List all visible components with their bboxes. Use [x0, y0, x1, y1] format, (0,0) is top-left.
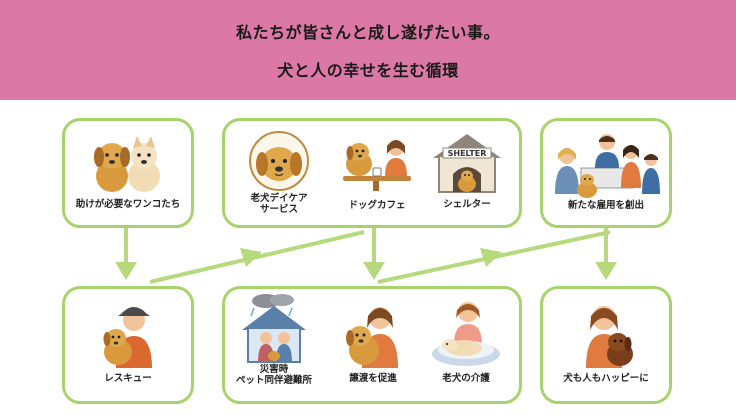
item-shelter: SHELTER シェルター — [424, 130, 510, 211]
item-senior-dog-care: 老犬の介護 — [420, 298, 512, 385]
label-dogs-in-need: 助けが必要なワンコたち — [75, 199, 181, 210]
label-senior-dog-care: 老犬の介護 — [442, 373, 490, 384]
label-disaster-shelter-line1: 災害時 — [259, 364, 289, 375]
item-happy-together: 犬も人もハッピーに — [546, 298, 666, 385]
label-new-jobs: 新たな雇用を創出 — [567, 200, 644, 211]
happy-person-dog-icon — [586, 306, 633, 368]
arrowhead-down-right — [595, 262, 617, 280]
dog-cafe-icon — [343, 140, 411, 191]
shelter-house-icon: SHELTER — [433, 134, 501, 193]
item-rescue: レスキュー — [68, 298, 188, 385]
label-disaster-shelter-line2: ペット同伴避難所 — [235, 374, 312, 386]
two-puppies-icon — [94, 136, 160, 192]
rescuer-with-dog-icon — [103, 307, 152, 368]
header-line2: 犬と人の幸せを生む循環 — [277, 61, 459, 80]
arrowhead-diag-right — [480, 248, 502, 267]
label-adoption: 譲渡を促進 — [349, 373, 397, 384]
arrowhead-diag-left — [240, 248, 262, 267]
box-top-left — [62, 118, 194, 228]
shelter-sign-text: SHELTER — [448, 149, 487, 158]
label-senior-daycare-line1: 老犬デイケア — [250, 193, 308, 204]
header-banner: 私たちが皆さんと成し遂げたい事。 犬と人の幸せを生む循環 — [0, 0, 736, 100]
label-rescue: レスキュー — [104, 373, 152, 384]
arrowhead-down-left — [115, 262, 137, 280]
adoption-hug-icon — [346, 307, 398, 368]
label-shelter: シェルター — [443, 199, 491, 210]
arrow-diag-left — [149, 230, 365, 284]
label-dog-cafe: ドッグカフェ — [348, 200, 406, 211]
item-dogs-in-need: 助けが必要なワンコたち — [68, 132, 188, 211]
item-new-jobs: 新たな雇用を創出 — [546, 128, 666, 212]
label-happy-together: 犬も人もハッピーに — [563, 373, 649, 384]
arrowhead-down-middle — [363, 262, 385, 280]
senior-dog-care-icon — [432, 302, 500, 366]
item-senior-daycare: 老犬デイケア サービス — [236, 130, 322, 216]
item-disaster-shelter: 災害時 ペット同伴避難所 — [226, 292, 322, 387]
item-adoption: 譲渡を促進 — [330, 298, 416, 385]
header-line1: 私たちが皆さんと成し遂げたい事。 — [235, 23, 500, 42]
golden-retriever-portrait-icon — [249, 131, 309, 191]
item-dog-cafe: ドッグカフェ — [334, 132, 420, 212]
disaster-shelter-icon — [242, 294, 306, 363]
staff-group-icon — [555, 134, 660, 198]
label-senior-daycare-line2: サービス — [259, 203, 298, 215]
